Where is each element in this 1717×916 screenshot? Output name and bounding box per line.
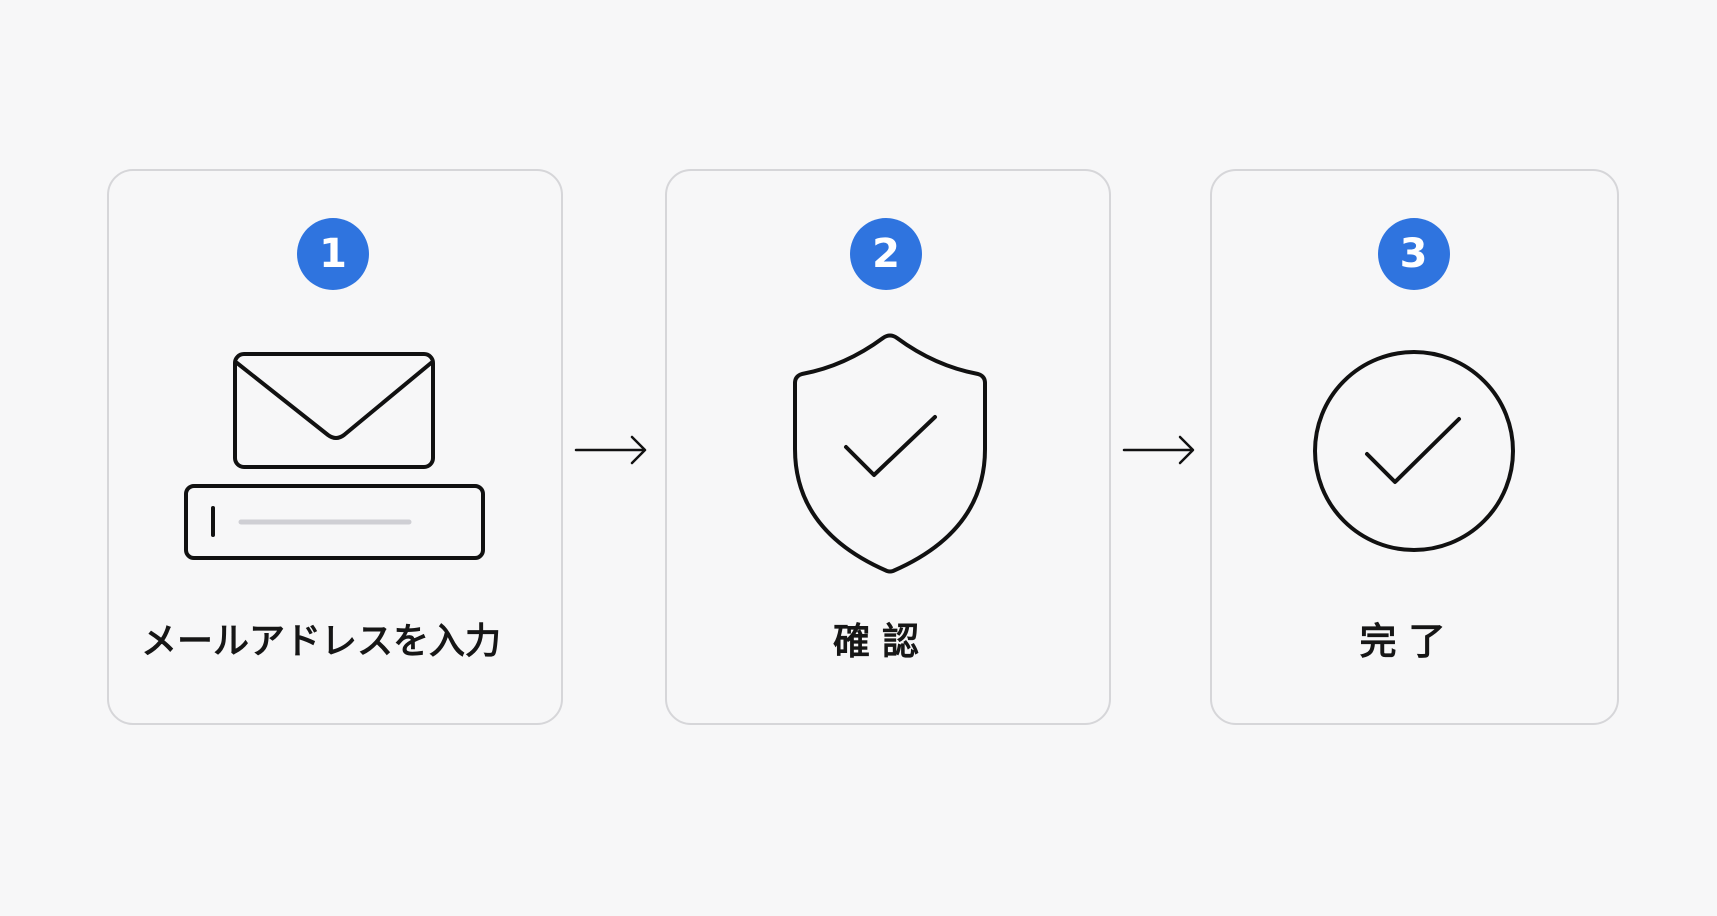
step-number-badge: 2 xyxy=(850,218,922,290)
input-field-icon xyxy=(184,484,485,560)
arrow-right-icon xyxy=(574,435,647,465)
step-card-email: 1 メールアドレスを入力 xyxy=(107,169,563,725)
shield-icon xyxy=(793,333,987,574)
step-label: 確認 xyxy=(833,620,931,663)
envelope-icon xyxy=(233,352,435,469)
check-icon xyxy=(844,415,937,477)
step-number-badge: 1 xyxy=(297,218,369,290)
step-card-confirm: 2 確認 xyxy=(665,169,1111,725)
step-number-badge: 3 xyxy=(1377,218,1450,290)
shield-check-icon xyxy=(793,333,987,574)
circle-check-icon xyxy=(1313,350,1515,552)
step-card-complete: 3 完了 xyxy=(1210,169,1619,725)
step-label: メールアドレスを入力 xyxy=(140,621,501,662)
arrow-right-icon xyxy=(1122,435,1195,465)
step-label: 完了 xyxy=(1359,620,1458,663)
check-icon xyxy=(1365,417,1461,484)
envelope-and-input-icon xyxy=(184,352,485,560)
circle-icon xyxy=(1313,350,1515,552)
